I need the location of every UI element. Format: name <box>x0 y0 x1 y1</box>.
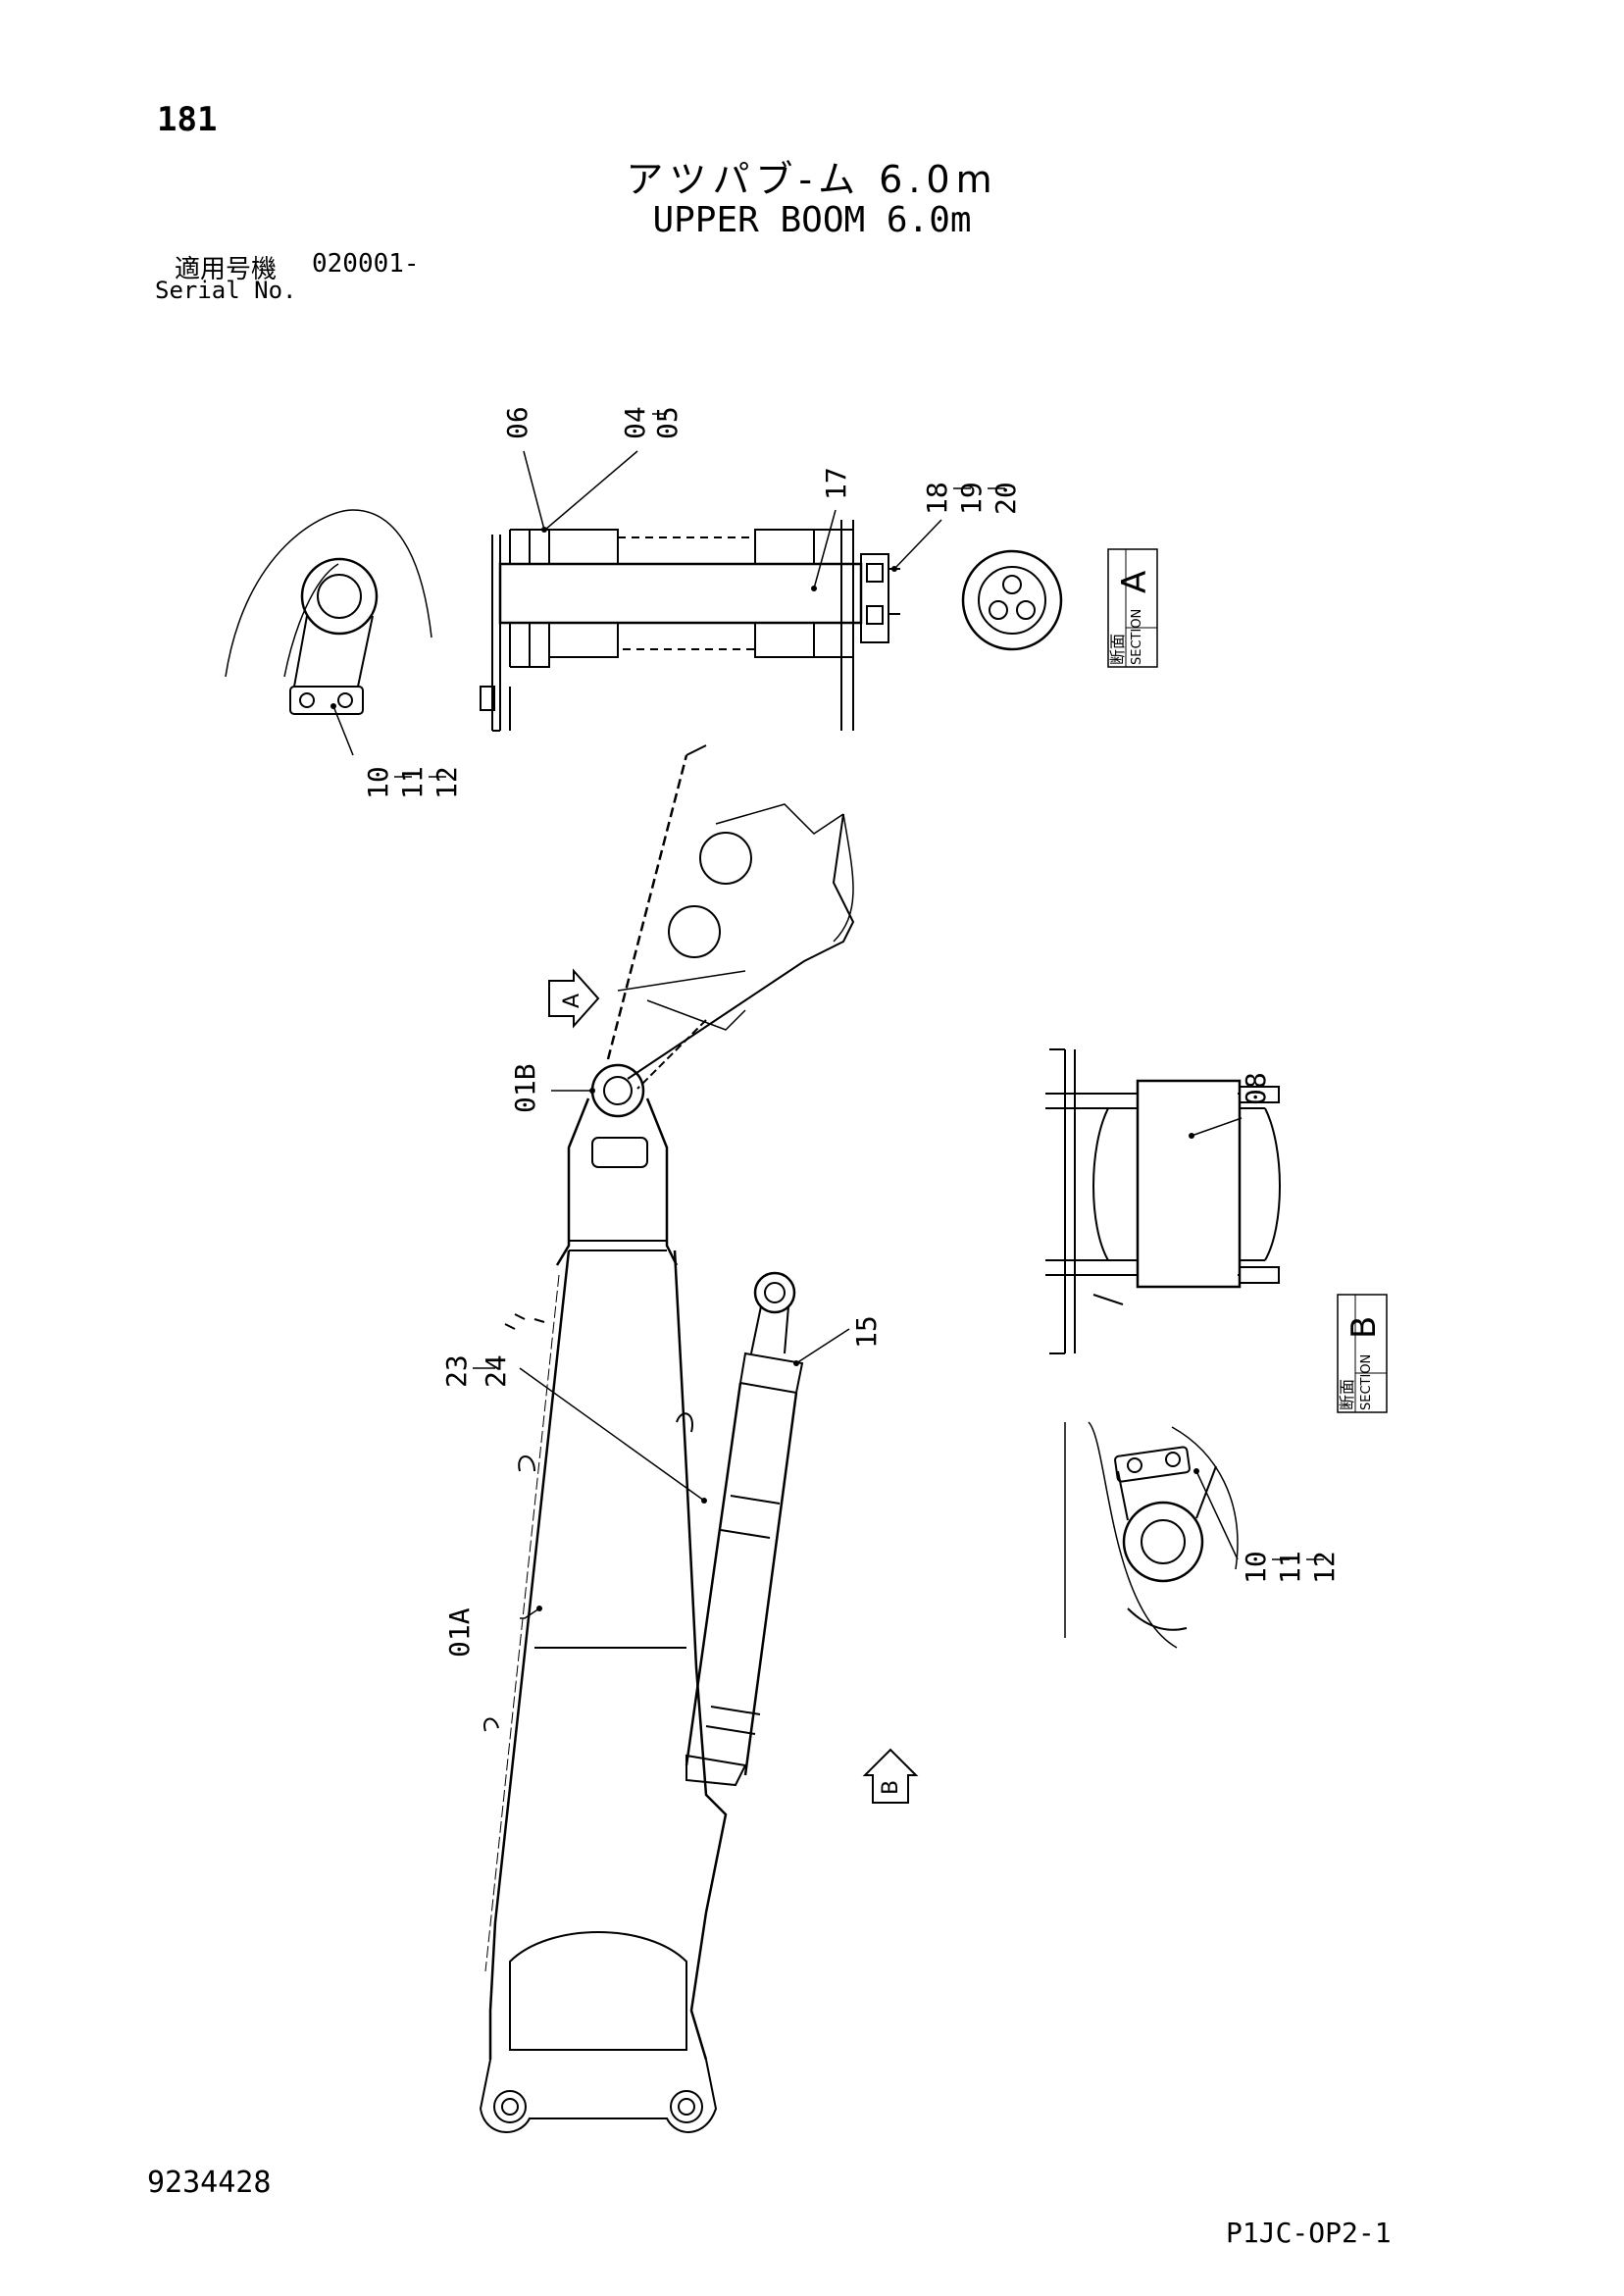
callout-01b: 01B <box>509 1063 541 1113</box>
section-b-eye-view <box>1064 1421 1239 1649</box>
callout-range-dashes <box>394 413 1324 1560</box>
callout-08: 08 <box>1240 1072 1272 1105</box>
serial-label-japanese: 適用号機 <box>175 255 278 284</box>
leader-dots <box>330 527 1199 1611</box>
callout-10-b: 10 <box>1240 1551 1272 1584</box>
section-b-kanji: 断面 <box>1338 1379 1356 1410</box>
section-a-eye-view <box>225 509 432 715</box>
serial-value: 020001- <box>312 249 420 279</box>
document-number: 9234428 <box>147 2166 272 2200</box>
callout-15: 15 <box>850 1315 883 1349</box>
section-a-letter: A <box>1115 571 1154 593</box>
section-b-pin-assembly <box>1045 1048 1281 1354</box>
pin-end-view <box>961 549 1063 651</box>
title-japanese: アツパブ-ム 6.0m <box>626 158 998 201</box>
callout-19: 19 <box>955 482 988 515</box>
leader-lines <box>332 450 1243 1619</box>
callout-06: 06 <box>501 406 533 439</box>
callout-23: 23 <box>440 1354 473 1388</box>
section-a-marker-letter: A <box>560 994 584 1008</box>
callout-05: 05 <box>651 406 684 439</box>
callout-10-a: 10 <box>362 766 394 799</box>
section-b-marker <box>862 1748 919 1804</box>
upper-boom-main <box>479 744 855 2133</box>
callout-17: 17 <box>820 467 852 500</box>
callout-12-a: 12 <box>431 766 463 799</box>
callout-11-b: 11 <box>1274 1551 1306 1584</box>
callout-01a: 01A <box>443 1607 476 1658</box>
section-a-word: SECTION <box>1130 609 1144 665</box>
callout-04: 04 <box>619 406 651 439</box>
callout-18: 18 <box>921 482 953 515</box>
callout-11-a: 11 <box>396 766 429 799</box>
callout-24: 24 <box>480 1354 512 1388</box>
section-b-letter: B <box>1345 1316 1384 1339</box>
section-b-marker-letter: B <box>879 1780 903 1795</box>
serial-label-english: Serial No. <box>155 277 297 304</box>
arm-cylinder <box>685 1271 804 1787</box>
section-a-box <box>1107 548 1158 668</box>
callout-20: 20 <box>990 482 1022 515</box>
title-english: UPPER BOOM 6.0m <box>652 200 972 240</box>
sheet-code: P1JC-OP2-1 <box>1226 2217 1392 2249</box>
callout-12-b: 12 <box>1308 1551 1341 1584</box>
page-number: 181 <box>157 100 218 139</box>
section-b-box <box>1337 1294 1388 1413</box>
section-a-pin-assembly <box>480 520 900 732</box>
section-a-marker <box>548 968 600 1029</box>
section-a-kanji: 断面 <box>1108 634 1127 665</box>
section-b-word: SECTION <box>1359 1354 1374 1410</box>
